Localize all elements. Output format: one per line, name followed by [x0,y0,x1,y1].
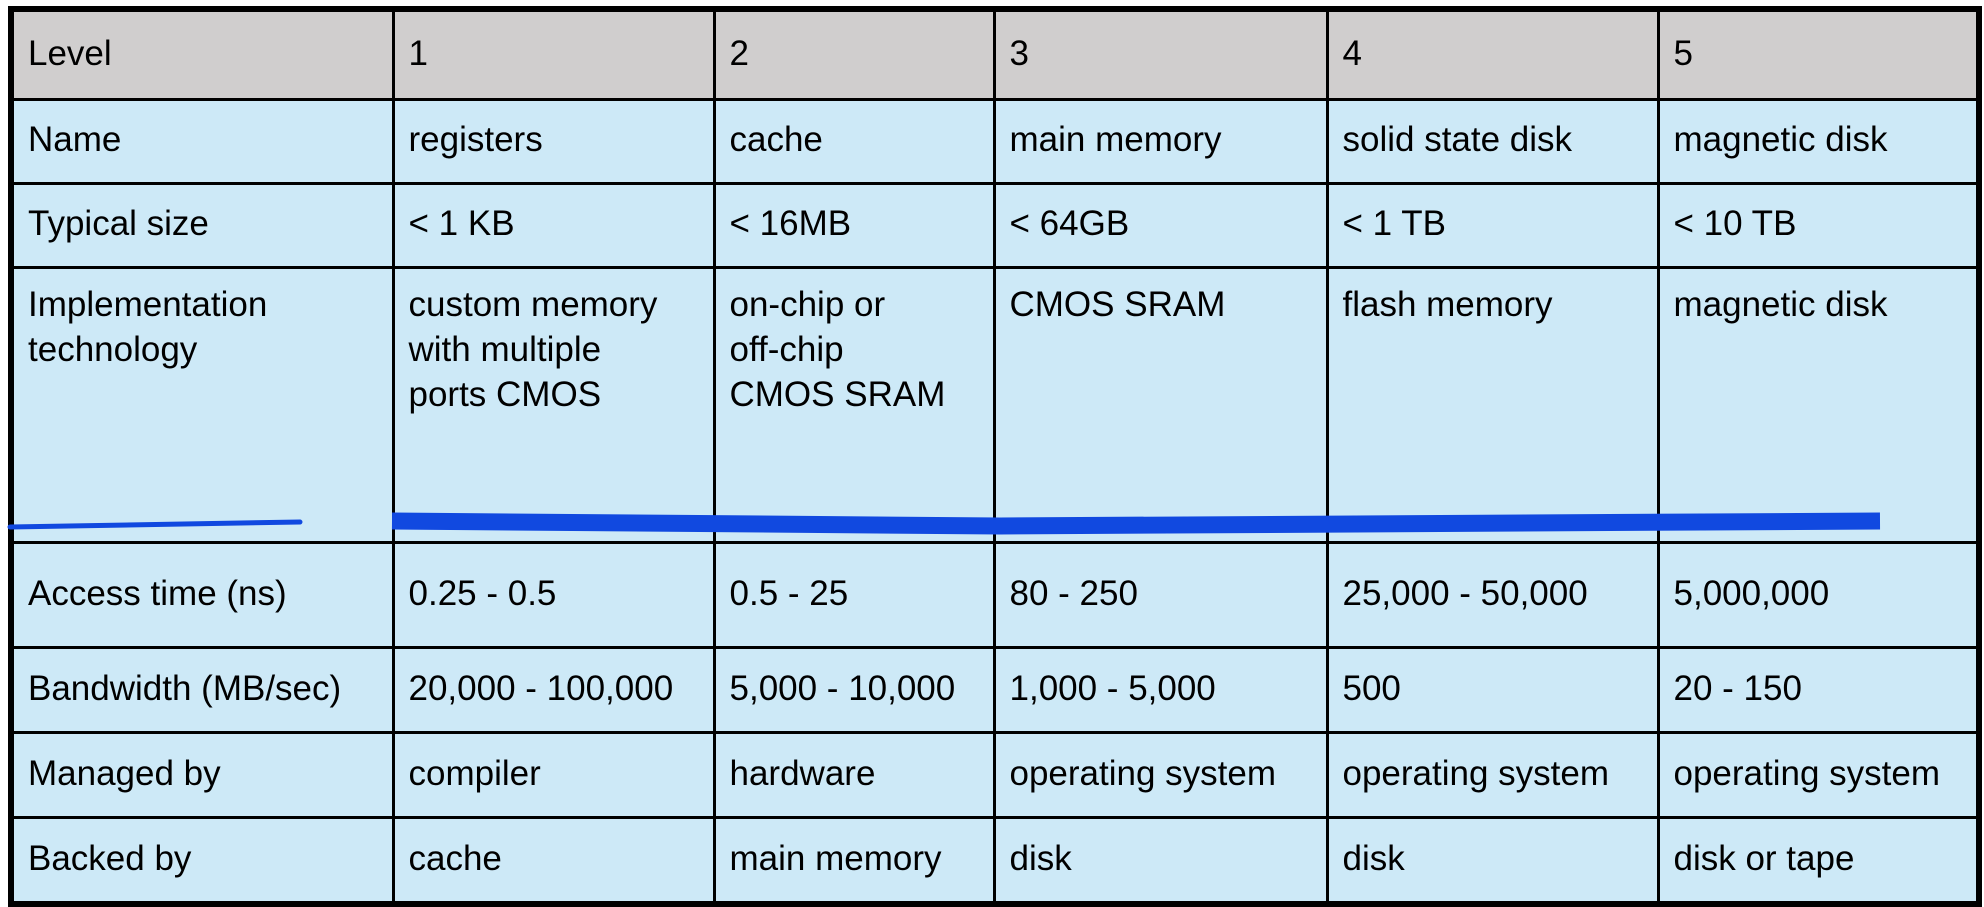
cell-implementation-technology-1: custom memory with multiple ports CMOS [391,266,716,544]
row-label-typical-size: Typical size [9,182,395,269]
cell-access-time-1: 0.25 - 0.5 [391,541,716,649]
cell-bandwidth-3: 1,000 - 5,000 [992,646,1329,734]
table-row-backed-by: Backed by cache main memory disk disk di… [9,816,1981,906]
cell-typical-size-1: < 1 KB [391,182,716,269]
row-label-name: Name [9,98,395,185]
row-label-managed-by: Managed by [9,731,395,819]
cell-managed-by-4: operating system [1325,731,1660,819]
cell-backed-by-5: disk or tape [1656,816,1981,906]
cell-implementation-technology-4: flash memory [1325,266,1660,544]
cell-bandwidth-1: 20,000 - 100,000 [391,646,716,734]
cell-managed-by-1: compiler [391,731,716,819]
table-header-row: Level 1 2 3 4 5 [9,7,1981,101]
cell-access-time-2: 0.5 - 25 [712,541,996,649]
row-label-access-time: Access time (ns) [9,541,395,649]
cell-name-1: registers [391,98,716,185]
cell-access-time-5: 5,000,000 [1656,541,1981,649]
cell-name-4: solid state disk [1325,98,1660,185]
table-row-name: Name registers cache main memory solid s… [9,98,1981,185]
cell-typical-size-4: < 1 TB [1325,182,1660,269]
cell-name-5: magnetic disk [1656,98,1981,185]
table-row-typical-size: Typical size < 1 KB < 16MB < 64GB < 1 TB… [9,182,1981,269]
column-header-2: 2 [712,7,996,101]
cell-typical-size-5: < 10 TB [1656,182,1981,269]
memory-hierarchy-table: Level 1 2 3 4 5 Name registers cache mai… [8,6,1982,907]
column-header-level: Level [9,7,395,101]
cell-implementation-technology-2: on-chip or off-chip CMOS SRAM [712,266,996,544]
cell-implementation-technology-3: CMOS SRAM [992,266,1329,544]
row-label-backed-by: Backed by [9,816,395,906]
cell-name-3: main memory [992,98,1329,185]
slide-canvas: Level 1 2 3 4 5 Name registers cache mai… [7,6,1982,907]
column-header-1: 1 [391,7,716,101]
table-row-managed-by: Managed by compiler hardware operating s… [9,731,1981,819]
table-row-access-time: Access time (ns) 0.25 - 0.5 0.5 - 25 80 … [9,541,1981,649]
cell-typical-size-2: < 16MB [712,182,996,269]
cell-bandwidth-5: 20 - 150 [1656,646,1981,734]
cell-implementation-technology-5: magnetic disk [1656,266,1981,544]
cell-managed-by-2: hardware [712,731,996,819]
cell-typical-size-3: < 64GB [992,182,1329,269]
cell-name-2: cache [712,98,996,185]
cell-backed-by-2: main memory [712,816,996,906]
cell-backed-by-1: cache [391,816,716,906]
cell-access-time-3: 80 - 250 [992,541,1329,649]
row-label-bandwidth: Bandwidth (MB/sec) [9,646,395,734]
cell-bandwidth-2: 5,000 - 10,000 [712,646,996,734]
cell-access-time-4: 25,000 - 50,000 [1325,541,1660,649]
column-header-3: 3 [992,7,1329,101]
cell-bandwidth-4: 500 [1325,646,1660,734]
cell-managed-by-5: operating system [1656,731,1981,819]
cell-backed-by-4: disk [1325,816,1660,906]
row-label-implementation-technology: Implementation technology [9,266,395,544]
table-row-implementation-technology: Implementation technology custom memory … [9,266,1981,544]
column-header-4: 4 [1325,7,1660,101]
cell-backed-by-3: disk [992,816,1329,906]
cell-managed-by-3: operating system [992,731,1329,819]
table-row-bandwidth: Bandwidth (MB/sec) 20,000 - 100,000 5,00… [9,646,1981,734]
column-header-5: 5 [1656,7,1981,101]
